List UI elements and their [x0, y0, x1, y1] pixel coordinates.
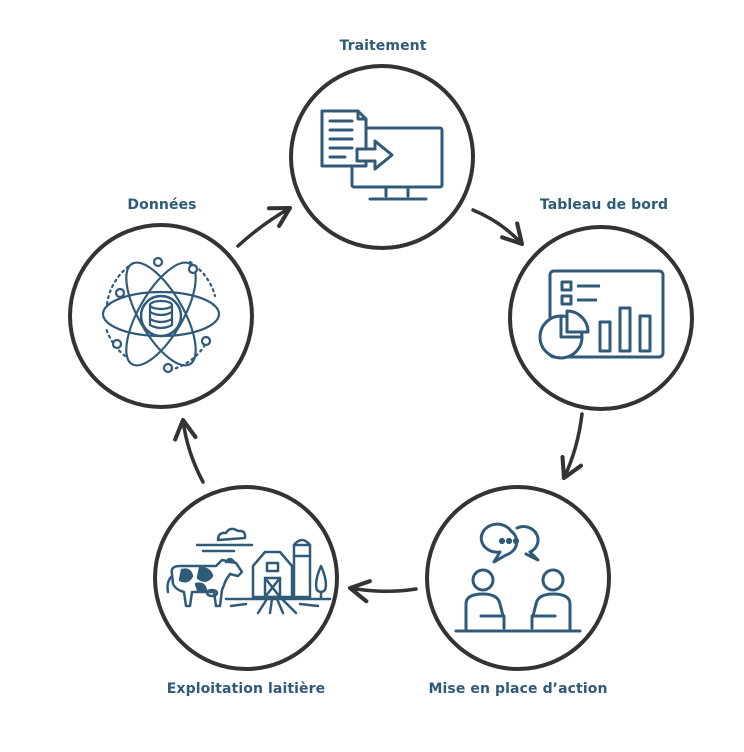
database-atom-icon — [101, 256, 221, 374]
arrow-action-to-exploitation — [347, 579, 418, 604]
node-circle-action — [425, 485, 611, 671]
label-donnees: Données — [127, 197, 197, 213]
arrow-tableau-to-action — [560, 412, 584, 481]
meeting-discussion-icon — [454, 522, 582, 633]
node-circle-traitement — [289, 64, 475, 250]
dashboard-chart-icon — [538, 269, 665, 360]
monitor-document-transfer-icon — [320, 109, 444, 201]
label-tableau-de-bord: Tableau de bord — [539, 197, 669, 213]
arrow-traitement-to-tableau — [471, 208, 525, 247]
label-exploitation-laitiere: Exploitation laitière — [166, 681, 326, 697]
dairy-farm-icon — [166, 527, 332, 615]
node-circle-donnees — [68, 223, 254, 409]
label-mise-en-place-action: Mise en place d’action — [428, 681, 608, 697]
label-traitement: Traitement — [339, 38, 427, 54]
arrow-donnees-to-traitement — [236, 205, 293, 248]
node-circle-tableau — [508, 225, 694, 411]
node-circle-exploitation — [153, 485, 339, 671]
arrow-exploitation-to-donnees — [173, 417, 205, 484]
